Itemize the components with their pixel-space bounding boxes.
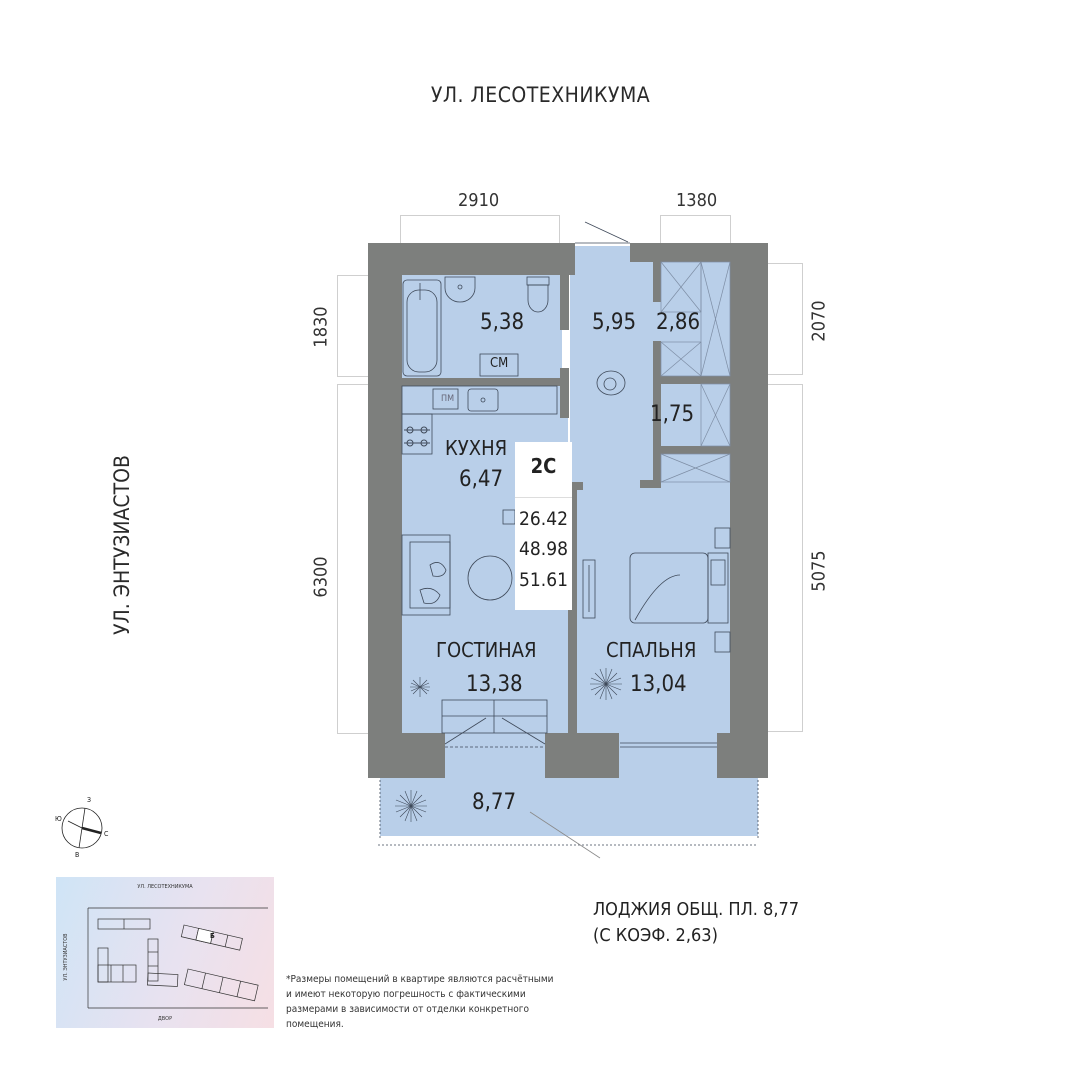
wardrobe-hatch [660,261,731,483]
minimap-building-label: Б [210,932,215,940]
living-area-total: 26.42 [519,508,568,530]
compass-north: С [104,830,109,838]
loggia-note-line2: (С КОЭФ. 2,63) [593,925,718,946]
minimap-yard: ДВОР [157,1016,173,1022]
compass-icon [61,807,103,849]
living-door-floor [445,733,545,778]
dimension-box-right-bottom [768,384,803,732]
bedroom-area: 13,04 [630,672,687,697]
loggia-note-line1: ЛОДЖИЯ ОБЩ. ПЛ. 8,77 [593,899,800,920]
disclaimer-note: *Размеры помещений в квартире являются р… [286,974,554,1030]
apartment-info-box: 2С 26.42 48.98 51.61 [515,442,572,610]
plant-icons [395,668,622,822]
bathroom-area: 5,38 [480,310,525,335]
apartment-type: 2С [530,454,557,478]
compass-south: Ю [55,815,62,823]
kitchen-area: 6,47 [459,467,504,492]
total-area-with-loggia: 51.61 [519,569,568,591]
storage-floor [655,384,730,446]
dimension-box-top-right [660,215,731,245]
bedroom-floor [583,452,730,733]
loggia-floor [380,774,758,836]
dimension-box-right-top [768,263,803,375]
bedroom-door-floor [619,733,717,778]
minimap-street-top: УЛ. ЛЕСОТЕХНИКУМА [137,884,193,890]
loggia-note: ЛОДЖИЯ ОБЩ. ПЛ. 8,77 (С КОЭФ. 2,63) [593,897,799,949]
storage-area: 1,75 [650,402,695,427]
wardrobe-floor [655,262,730,376]
compass-east: В [75,851,80,859]
street-label-top: УЛ. ЛЕСОТЕХНИКУМА [430,83,651,107]
dimension-box-left-top [337,275,369,377]
loggia-area: 8,77 [472,790,517,815]
living-label: ГОСТИНАЯ [436,638,537,662]
site-minimap: УЛ. ЛЕСОТЕХНИКУМА УЛ. ЭНТУЗИАСТОВ ДВОР Б [56,877,274,1028]
dimension-top-right: 1380 [676,190,718,211]
kitchen-label: КУХНЯ [445,436,508,460]
washing-machine-label: СМ [490,356,509,371]
living-area: 13,38 [466,672,523,697]
total-area: 48.98 [519,538,568,560]
compass-west: З [87,796,92,804]
walls [368,243,768,778]
hallway-area: 5,95 [592,310,637,335]
dimension-top-left: 2910 [458,190,500,211]
minimap-buildings [87,907,268,1009]
dimension-box-left-bottom [337,384,369,734]
wardrobe-area: 2,86 [656,310,701,335]
bedroom-label: СПАЛЬНЯ [606,638,697,662]
dimension-box-top-left [400,215,560,245]
dishwasher-label: ПМ [441,394,455,404]
